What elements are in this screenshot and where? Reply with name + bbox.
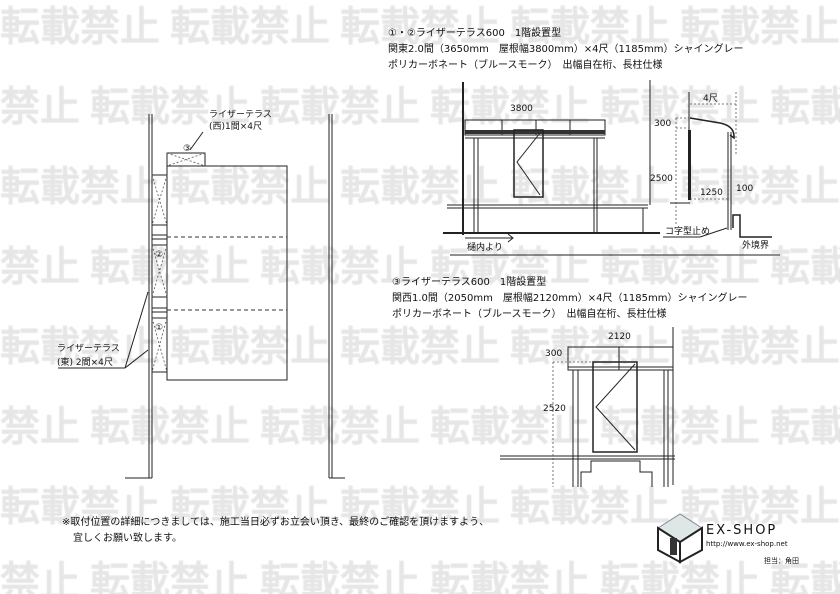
- spec-block-1: ①・②ライザーテラス600 1階設置型 関東2.0間（3650mm 屋根幅380…: [388, 26, 743, 71]
- elev1-offset: 1250: [700, 188, 723, 198]
- spec-1-line3: ポリカーボネート（ブルースモーク） 出幅自在桁、長柱仕様: [388, 58, 663, 71]
- west-terrace-size: (西)1間×4尺: [209, 121, 262, 132]
- west-terrace-label: ライザーテラス: [209, 109, 272, 120]
- from-gutter-label: 樋内より: [467, 241, 503, 253]
- elevation-view-1: 3800 樋内より 4尺 300 2500 1250 100 コ字型止め 外境界: [443, 80, 780, 256]
- note-line-2: 宜しくお願い致します。: [73, 531, 182, 544]
- stopper-label: コ字型止め: [665, 225, 710, 237]
- elev1-depth: 4尺: [703, 93, 718, 104]
- spec-1-line2: 関東2.0間（3650mm 屋根幅3800mm）×4尺（1185mm）シャイング…: [388, 42, 743, 55]
- plan-mark-2: ②: [155, 250, 163, 260]
- elev2-roof-height: 300: [545, 349, 562, 359]
- elev1-width: 3800: [510, 104, 533, 114]
- east-terrace-label: ライザーテラス: [57, 343, 120, 354]
- boundary-label: 外境界: [742, 239, 769, 251]
- building-outline: [166, 165, 288, 381]
- spec-block-2: ③ライザーテラス600 1階設置型 関西1.0間（2050mm 屋根幅2120m…: [392, 275, 747, 320]
- spec-2-line3: ポリカーボネート（ブルースモーク） 出幅自在桁、長柱仕様: [392, 307, 667, 320]
- spec-2-line2: 関西1.0間（2050mm 屋根幅2120mm）×4尺（1185mm）シャイング…: [392, 291, 747, 304]
- note-line-1: ※取付位置の詳細につきましては、施工当日必ずお立会い頂き、最終のご確認を頂けます…: [62, 515, 489, 528]
- plan-view: ③ ② ① ライザーテラス (西)1間×4尺 ライザーテラス (東) 2間×4尺: [57, 109, 345, 479]
- spec-1-title: ①・②ライザーテラス600 1階設置型: [388, 26, 561, 39]
- elev2-height: 2520: [543, 404, 566, 414]
- brand-url: http://www.ex-shop.net: [706, 540, 788, 548]
- brand-name: EX-SHOP: [706, 523, 777, 538]
- staff-label: 担当：角田: [764, 556, 799, 565]
- plan-mark-3: ③: [183, 144, 191, 154]
- elev2-width: 2120: [608, 332, 631, 342]
- elev1-height: 2500: [650, 174, 673, 184]
- elevation-view-2: 2120 300 2520: [500, 327, 675, 487]
- plan-mark-1: ①: [155, 323, 163, 333]
- elev1-gap: 100: [736, 184, 753, 194]
- ex-shop-logo: EX-SHOP http://www.ex-shop.net 担当：角田: [657, 513, 799, 565]
- elev1-roof-height: 300: [654, 119, 671, 129]
- east-terrace-size: (東) 2間×4尺: [57, 356, 113, 368]
- spec-2-title: ③ライザーテラス600 1階設置型: [392, 275, 546, 288]
